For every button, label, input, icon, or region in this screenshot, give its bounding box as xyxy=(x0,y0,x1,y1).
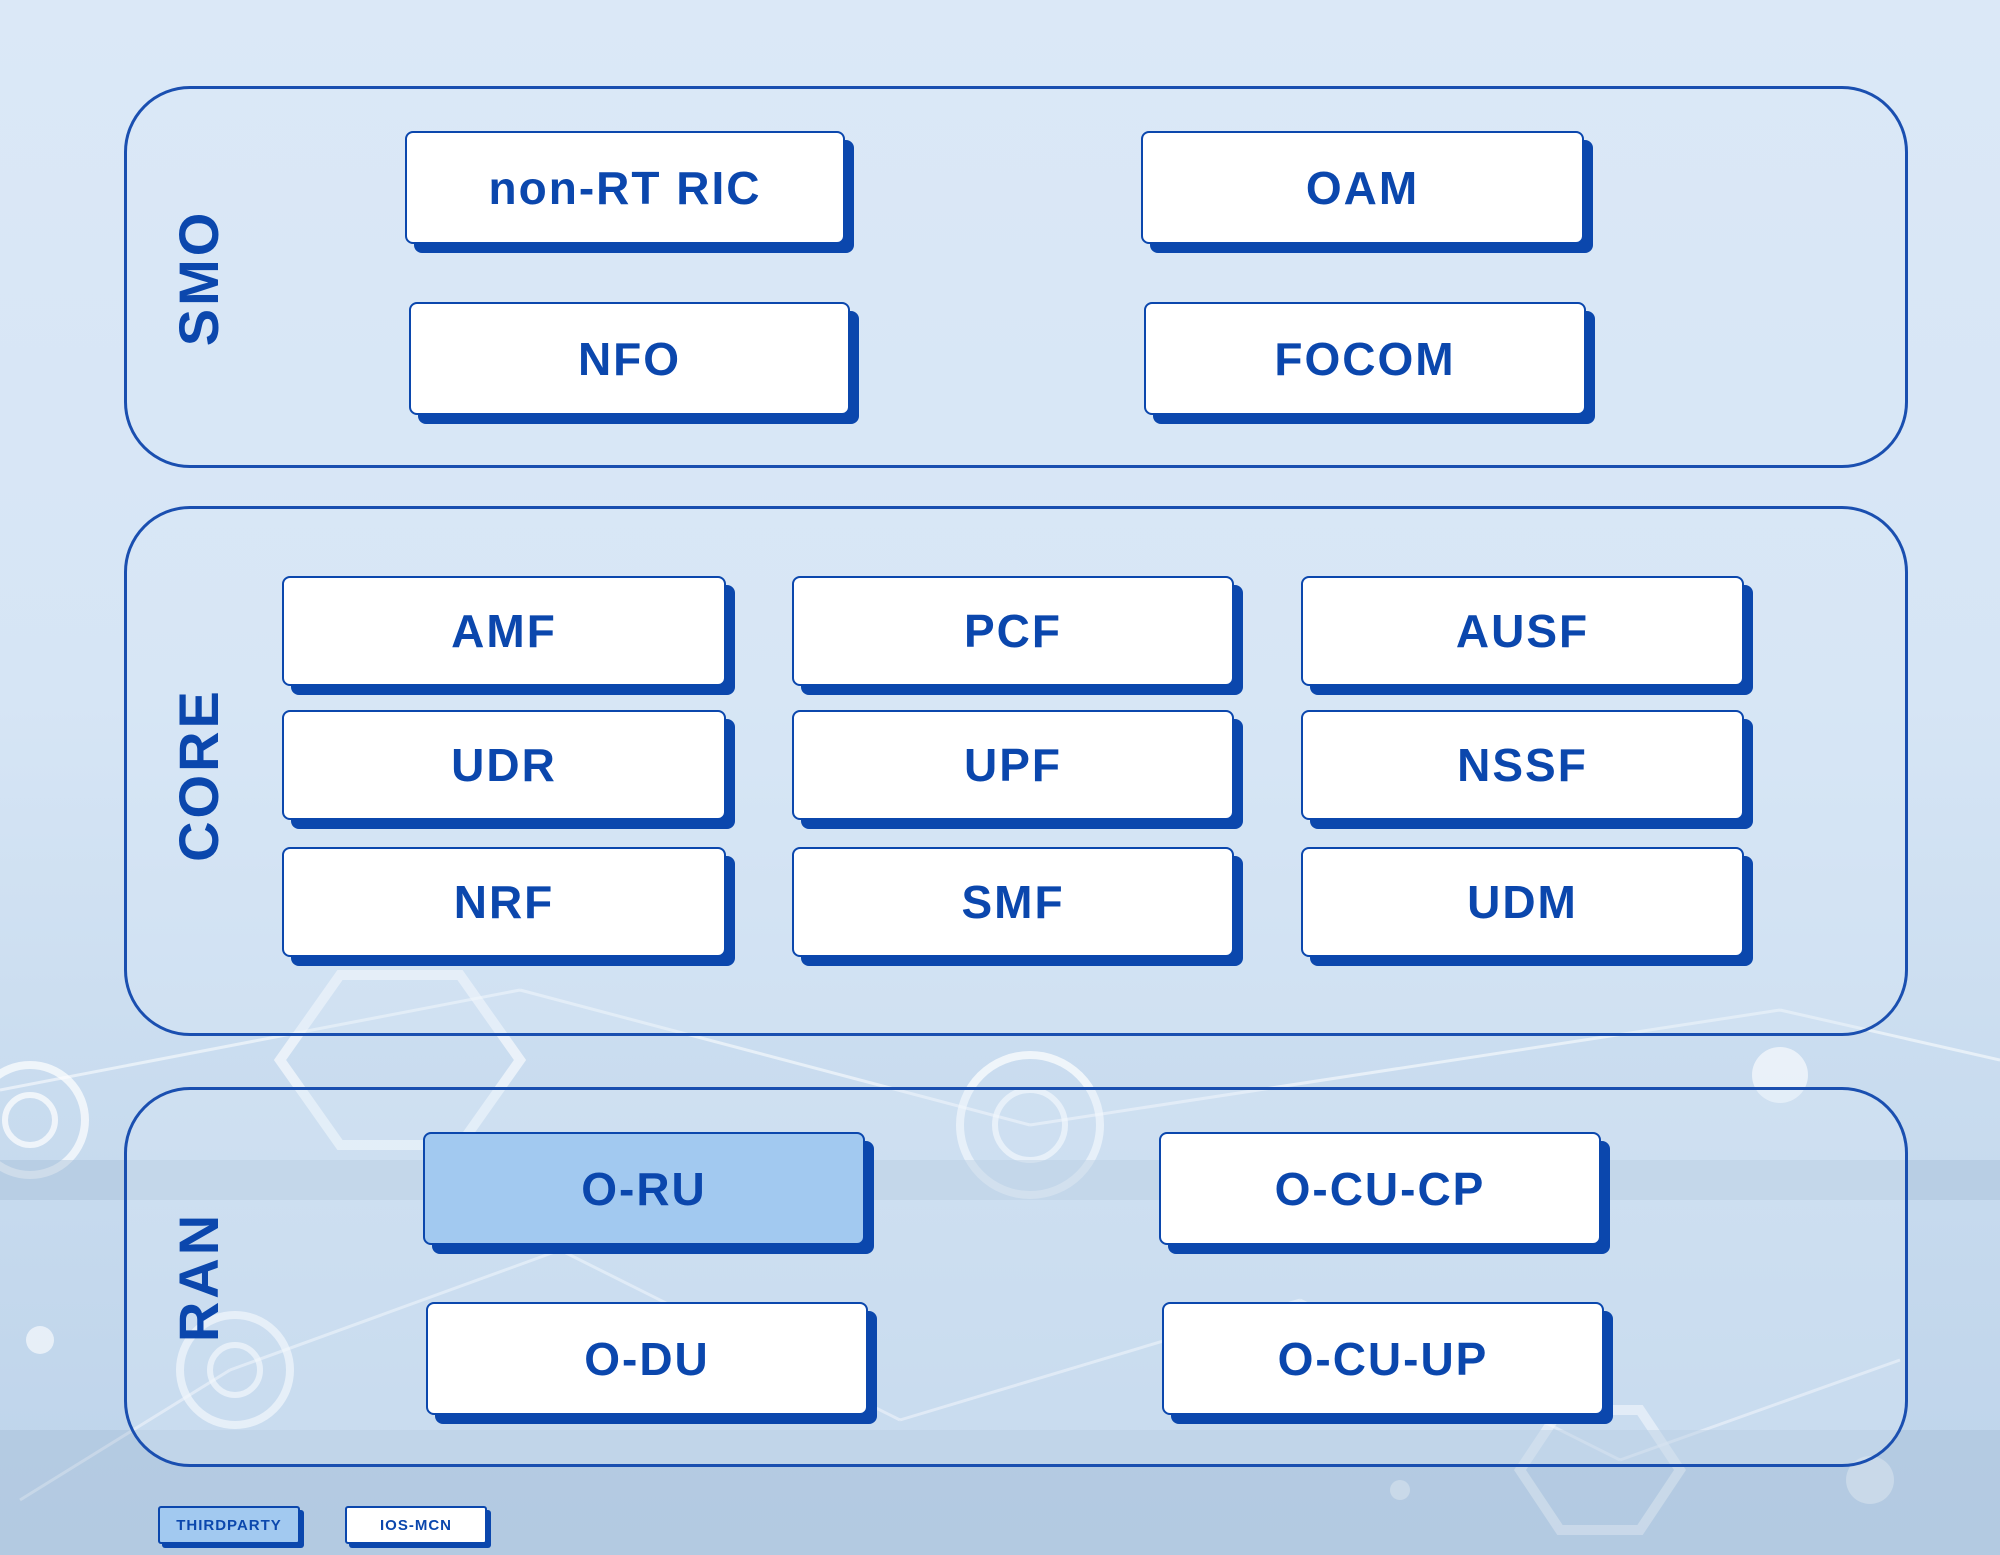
pcf-component[interactable]: PCF xyxy=(792,576,1234,686)
smf-component[interactable]: SMF xyxy=(792,847,1234,957)
core-label: CORE xyxy=(166,688,230,862)
o-du-component[interactable]: O-DU xyxy=(426,1302,868,1415)
o-ru-component[interactable]: O-RU xyxy=(423,1132,865,1245)
ausf-component[interactable]: AUSF xyxy=(1301,576,1744,686)
ran-panel xyxy=(124,1087,1908,1467)
focom-component[interactable]: FOCOM xyxy=(1144,302,1586,415)
ran-label: RAN xyxy=(166,1211,230,1343)
amf-component[interactable]: AMF xyxy=(282,576,726,686)
non-rt-ric-component[interactable]: non-RT RIC xyxy=(405,131,845,244)
nfo-component[interactable]: NFO xyxy=(409,302,850,415)
udm-component[interactable]: UDM xyxy=(1301,847,1744,957)
o-cu-cp-component[interactable]: O-CU-CP xyxy=(1159,1132,1601,1245)
nrf-component[interactable]: NRF xyxy=(282,847,726,957)
upf-component[interactable]: UPF xyxy=(792,710,1234,820)
legend-ios-mcn: IOS-MCN xyxy=(345,1506,487,1544)
legend-thirdparty: THIRDPARTY xyxy=(158,1506,300,1544)
smo-label: SMO xyxy=(166,209,230,347)
udr-component[interactable]: UDR xyxy=(282,710,726,820)
oam-component[interactable]: OAM xyxy=(1141,131,1584,244)
nssf-component[interactable]: NSSF xyxy=(1301,710,1744,820)
smo-panel xyxy=(124,86,1908,468)
o-cu-up-component[interactable]: O-CU-UP xyxy=(1162,1302,1604,1415)
